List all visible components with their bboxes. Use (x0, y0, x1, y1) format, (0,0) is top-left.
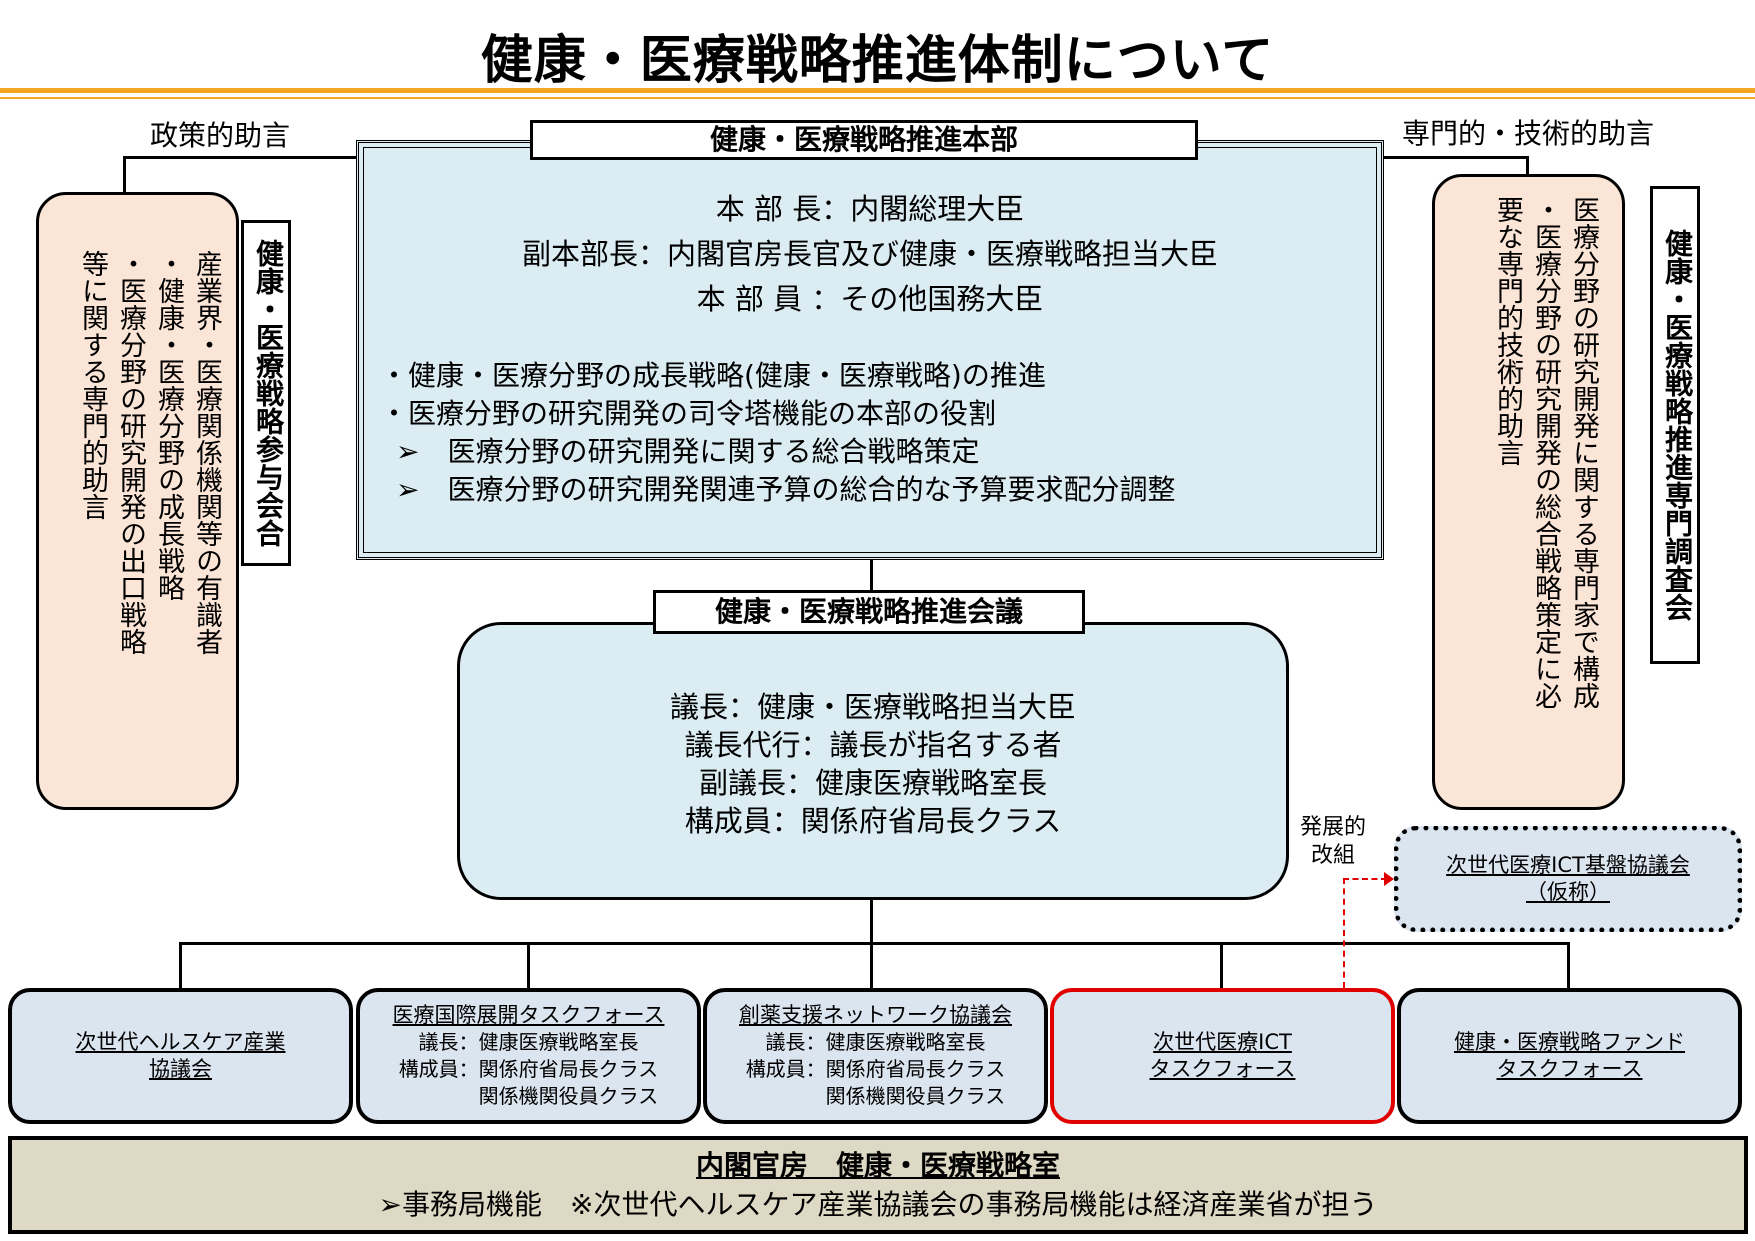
expert-council-title: 健康・医療戦略推進専門調査会 (1650, 186, 1700, 664)
promotion-council-box (457, 622, 1289, 900)
reorg-arrow-head (1384, 872, 1394, 886)
taskforce-name-line-1: 次世代医療ICT (1153, 1030, 1292, 1054)
title-rule-thin (0, 97, 1755, 99)
council-member-acting: 議長代行：議長が指名する者 (684, 728, 1062, 762)
taskforce-detail-members: 構成員：関係府省局長クラス (745, 1057, 1006, 1081)
secretariat-box: 内閣官房 健康・医療戦略室 ➢事務局機能 ※次世代ヘルスケア産業協議会の事務局機… (8, 1136, 1748, 1234)
connector-tf3 (870, 942, 873, 990)
connector-right-drop (1526, 156, 1529, 176)
taskforce-name: 創薬支援ネットワーク協議会 (739, 1003, 1012, 1027)
ict-infrastructure-council: 次世代医療ICT基盤協議会 （仮称） (1394, 826, 1742, 932)
advisory-meeting-box (36, 192, 239, 810)
taskforce-name: 医療国際展開タスクフォース (392, 1003, 665, 1027)
hq-role-command: ・医療分野の研究開発の司令塔機能の本部の役割 (380, 397, 997, 430)
advisory-meeting-text: 産業界・医療関係機関等の有識者 ・健康・医療分野の成長戦略 ・医療分野の研究開発… (55, 250, 225, 780)
taskforce-strategy-fund: 健康・医療戦略ファンド タスクフォース (1397, 988, 1742, 1124)
technical-advice-label: 専門的・技術的助言 (1402, 117, 1655, 150)
hq-member-members: 本 部 員 ：その他国務大臣 (696, 282, 1044, 316)
advisory-line-2: ・健康・医療分野の成長戦略 (153, 250, 184, 601)
connector-tf2 (527, 942, 530, 990)
headquarters-title: 健康・医療戦略推進本部 (530, 120, 1198, 160)
advisory-line-1: 産業界・医療関係機関等の有識者 (191, 250, 222, 655)
taskforce-name-line-2: タスクフォース (1496, 1057, 1643, 1081)
title-rule (0, 88, 1755, 93)
connector-council-bus (870, 900, 873, 944)
reorg-note: 発展的 改組 (1300, 814, 1366, 870)
secretariat-title: 内閣官房 健康・医療戦略室 (695, 1149, 1060, 1182)
connector-left-drop (123, 156, 126, 192)
connector-tf4 (1220, 942, 1223, 990)
expert-line-1: 医療分野の研究開発に関する専門家で構成 (1568, 196, 1599, 709)
taskforce-detail-chair: 議長：健康医療戦略室長 (418, 1030, 639, 1054)
expert-council-box (1432, 174, 1625, 810)
taskforce-name-line-2: タスクフォース (1149, 1057, 1296, 1081)
promotion-council-title: 健康・医療戦略推進会議 (653, 590, 1085, 634)
taskforce-name-line-2: 協議会 (149, 1057, 212, 1081)
ict-council-tentative: （仮称） (1526, 880, 1610, 904)
taskforce-name-line-1: 次世代ヘルスケア産業 (75, 1030, 286, 1054)
taskforce-detail-agencies: 関係機関役員クラス (398, 1084, 659, 1108)
advisory-line-3: ・医療分野の研究開発の出口戦略 (115, 250, 146, 655)
connector-hq-council (870, 560, 873, 592)
reorg-note-line-2: 改組 (1311, 843, 1356, 868)
hq-subrole-strategy: ➢ 医療分野の研究開発に関する総合戦略策定 (396, 435, 980, 468)
council-member-members: 構成員：関係府省局長クラス (684, 804, 1062, 838)
council-member-chair: 議長：健康・医療戦略担当大臣 (669, 690, 1076, 724)
hq-roles: ・健康・医療分野の成長戦略(健康・医療戦略)の推進 ・医療分野の研究開発の司令塔… (380, 357, 1175, 509)
reorg-arrow-horizontal (1343, 878, 1387, 880)
taskforce-name-line-1: 健康・医療戦略ファンド (1454, 1030, 1685, 1054)
connector-tf5 (1567, 942, 1570, 990)
reorg-arrow-vertical (1343, 878, 1345, 988)
connector-left-top (123, 156, 358, 159)
taskforce-detail-chair: 議長：健康医療戦略室長 (765, 1030, 986, 1054)
policy-advice-label: 政策的助言 (150, 119, 291, 152)
expert-line-2: ・医療分野の研究開発の総合戦略策定に必 (1530, 196, 1561, 709)
advisory-meeting-title: 健康・医療戦略参与会合 (241, 220, 291, 566)
taskforce-detail-agencies: 関係機関役員クラス (745, 1084, 1006, 1108)
expert-line-3: 要な専門的技術的助言 (1492, 196, 1523, 466)
advisory-line-4: 等に関する専門的助言 (77, 250, 108, 520)
hq-subrole-budget: ➢ 医療分野の研究開発関連予算の総合的な予算要求配分調整 (396, 473, 1176, 506)
connector-tf1 (179, 942, 182, 990)
hq-member-chief: 本 部 長：内閣総理大臣 (715, 192, 1025, 226)
secretariat-text: ➢事務局機能 ※次世代ヘルスケア産業協議会の事務局機能は経済産業省が担う (378, 1188, 1378, 1221)
reorg-note-line-1: 発展的 (1300, 815, 1367, 840)
hq-member-deputy: 副本部長：内閣官房長官及び健康・医療戦略担当大臣 (521, 237, 1218, 271)
council-member-vice: 副議長：健康医療戦略室長 (698, 766, 1047, 800)
page-title: 健康・医療戦略推進体制について (480, 31, 1275, 91)
hq-role-growth: ・健康・医療分野の成長戦略(健康・医療戦略)の推進 (380, 359, 1046, 392)
taskforce-drug-discovery: 創薬支援ネットワーク協議会 議長：健康医療戦略室長 構成員：関係府省局長クラス … (703, 988, 1048, 1124)
ict-council-name: 次世代医療ICT基盤協議会 (1446, 853, 1690, 877)
connector-right-top (1384, 156, 1529, 159)
promotion-council-members: 議長：健康・医療戦略担当大臣 議長代行：議長が指名する者 副議長：健康医療戦略室… (457, 688, 1289, 840)
taskforce-detail-members: 構成員：関係府省局長クラス (398, 1057, 659, 1081)
taskforce-healthcare-industry: 次世代ヘルスケア産業 協議会 (8, 988, 353, 1124)
connector-bus (179, 942, 1570, 945)
expert-council-text: 医療分野の研究開発に関する専門家で構成 ・医療分野の研究開発の総合戦略策定に必 … (1462, 196, 1602, 796)
taskforce-medical-ict: 次世代医療ICT タスクフォース (1050, 988, 1395, 1124)
headquarters-box (356, 140, 1384, 560)
taskforce-international: 医療国際展開タスクフォース 議長：健康医療戦略室長 構成員：関係府省局長クラス … (356, 988, 701, 1124)
